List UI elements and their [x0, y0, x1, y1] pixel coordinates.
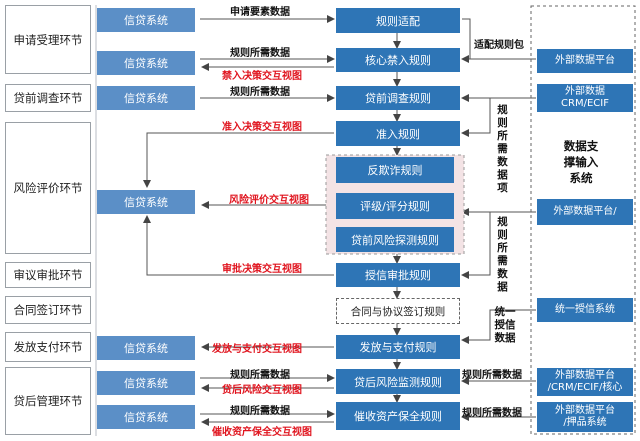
external-collateral-node: 外部数据平台 /押品系统 — [537, 402, 633, 432]
label-risk-view: 风险评价交互视图 — [229, 195, 309, 206]
credit-system-node: 信贷系统 — [97, 86, 195, 110]
external-core-line2: /CRM/ECIF/核心 — [547, 382, 623, 393]
label-rule-data-items: 规则所需数据项 — [497, 104, 508, 194]
label-rule-data: 规则所需数据 — [230, 48, 290, 59]
label-rule-data-right: 规则所需数据 — [462, 370, 522, 381]
rule-match-node: 规则适配 — [336, 8, 460, 33]
external-platform-node-3: 外部数据平台/ — [537, 199, 633, 225]
external-collateral-line2: /押品系统 — [563, 417, 607, 428]
external-platform-node: 外部数据平台 — [537, 49, 633, 73]
label-rule-data-right: 规则所需数据 — [462, 408, 522, 419]
external-collateral-line1: 外部数据平台 — [555, 405, 615, 416]
admission-rule-node: 准入规则 — [336, 121, 460, 146]
credit-system-node: 信贷系统 — [97, 336, 195, 360]
stage-disbursement: 发放支付环节 — [5, 332, 91, 362]
stage-contract: 合同签订环节 — [5, 296, 91, 324]
collection-rule-node: 催收资产保全规则 — [336, 402, 460, 430]
stage-pre-loan: 贷前调查环节 — [5, 84, 91, 112]
label-approval-view: 审批决策交互视图 — [222, 264, 302, 275]
label-ban-view: 禁入决策交互视图 — [222, 71, 302, 82]
label-rule-data: 规则所需数据 — [230, 406, 290, 417]
external-core-line1: 外部数据平台 — [555, 370, 615, 381]
label-post-view: 贷后风险交互视图 — [222, 385, 302, 396]
stage-application: 申请受理环节 — [5, 5, 91, 74]
label-rule-data: 规则所需数据 — [230, 370, 290, 381]
stage-post-loan: 贷后管理环节 — [5, 367, 91, 435]
label-apply-elements: 申请要素数据 — [230, 7, 290, 18]
credit-system-node: 信贷系统 — [97, 8, 195, 32]
label-unified-credit-data: 统一授信数据 — [494, 306, 516, 344]
unified-credit-node: 统一授信系统 — [537, 298, 633, 322]
contract-rule-node: 合同与协议签订规则 — [336, 298, 460, 324]
external-crm-node: 外部数据 CRM/ECIF — [537, 84, 633, 112]
support-systems-title: 数据支撑输入系统 — [563, 139, 599, 185]
post-monitor-rule-node: 贷后风险监测规则 — [336, 369, 460, 394]
support-systems-border — [530, 5, 636, 435]
label-collection-view: 催收资产保全交互视图 — [212, 427, 312, 438]
label-match-pack: 适配规则包 — [474, 40, 524, 51]
pre-loan-rule-node: 贷前调查规则 — [336, 86, 460, 110]
label-rule-data-vertical: 规则所需数据 — [497, 216, 508, 293]
label-rule-data: 规则所需数据 — [230, 87, 290, 98]
credit-system-node: 信贷系统 — [97, 405, 195, 429]
label-admission-view: 准入决策交互视图 — [222, 122, 302, 133]
credit-system-node: 信贷系统 — [97, 51, 195, 75]
stage-approval: 审议审批环节 — [5, 262, 91, 288]
risk-detect-rule-node: 贷前风险探测规则 — [336, 227, 454, 252]
credit-approval-rule-node: 授信审批规则 — [336, 263, 460, 287]
external-core-node: 外部数据平台 /CRM/ECIF/核心 — [537, 368, 633, 396]
external-crm-line1: 外部数据 — [565, 86, 605, 97]
external-crm-line2: CRM/ECIF — [561, 98, 609, 109]
rating-rule-node: 评级/评分规则 — [336, 193, 454, 219]
core-access-rule-node: 核心禁入规则 — [336, 48, 460, 72]
credit-system-node: 信贷系统 — [97, 190, 195, 214]
credit-system-node: 信贷系统 — [97, 371, 195, 395]
anti-fraud-rule-node: 反欺诈规则 — [336, 157, 454, 183]
disburse-rule-node: 发放与支付规则 — [336, 335, 460, 359]
stage-risk-evaluation: 风险评价环节 — [5, 122, 91, 254]
label-disburse-view: 发放与支付交互视图 — [212, 344, 302, 355]
